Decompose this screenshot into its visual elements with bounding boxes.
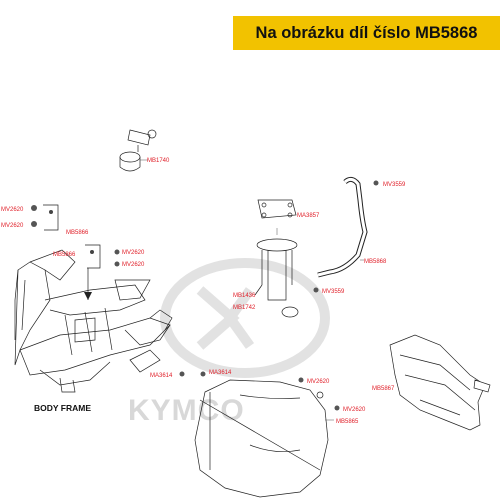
part-label-mb1436: MB1436 [233, 293, 256, 299]
body-frame-drawing: BODY FRAME [14, 249, 173, 413]
part-label-mv3559-bottom: MV3559 [322, 289, 345, 295]
part-labels: MB1740 MV3559 MA3857 MB5868 MV3559 MB143… [1, 158, 406, 425]
part-label-mb5866-1: MB5866 [66, 230, 89, 236]
hardware-icons [179, 180, 379, 411]
part-label-mv2620-1: MV2620 [1, 207, 24, 213]
part-label-mb1740: MB1740 [147, 158, 170, 164]
left-bolts [31, 204, 120, 269]
watermark-text: KYMCO [128, 394, 245, 427]
part-label-mb5866-2: MB5866 [53, 252, 76, 258]
fuel-pump-assembly [254, 199, 299, 318]
part-label-mb5867: MB5867 [372, 386, 395, 392]
fuel-tank-mb5865 [194, 379, 334, 498]
kymco-watermark-logo: KYMCO [128, 258, 330, 427]
part-label-mb1742: MB1742 [233, 305, 256, 311]
part-label-mv2620-2: MV2620 [1, 223, 24, 229]
body-frame-label: BODY FRAME [34, 403, 91, 413]
fuel-cap-assembly [119, 129, 157, 172]
part-label-mv2620-6: MV2620 [343, 407, 366, 413]
part-number-banner: Na obrázku díl číslo MB5868 [233, 16, 500, 50]
part-label-ma3614-2: MA3614 [209, 370, 232, 376]
part-label-mb5868: MB5868 [364, 259, 387, 265]
heat-shield-mb5867 [389, 334, 491, 431]
part-label-mv2620-4: MV2620 [122, 262, 145, 268]
part-label-ma3857: MA3857 [297, 213, 320, 219]
part-label-mv2620-3: MV2620 [122, 250, 145, 256]
part-label-mv2620-5: MV2620 [307, 379, 330, 385]
part-label-mb5865: MB5865 [336, 419, 359, 425]
part-label-ma3614-1: MA3614 [150, 373, 173, 379]
part-label-mv3559-top: MV3559 [383, 182, 406, 188]
fuel-hose-mb5868 [317, 176, 368, 278]
